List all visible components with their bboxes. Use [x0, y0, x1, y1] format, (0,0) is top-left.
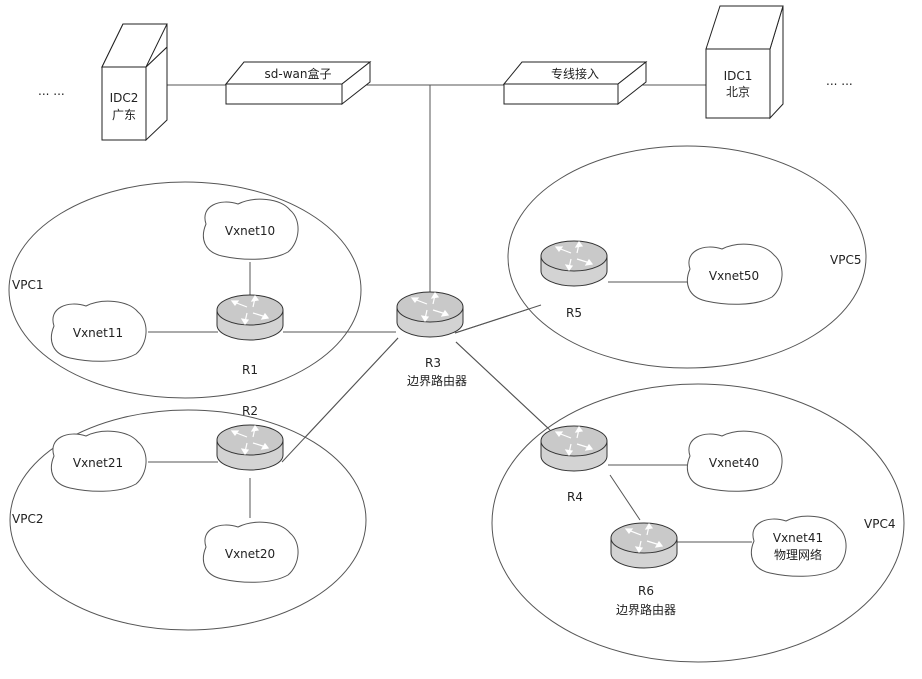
router-r5-label: R5 — [566, 306, 582, 320]
vxnet40-cloud: Vxnet40 — [686, 430, 783, 492]
vpc5-label: VPC5 — [830, 253, 861, 267]
idc2-label: IDC2 — [110, 91, 139, 105]
router-icon — [216, 424, 284, 471]
vxnet41-cloud: Vxnet41 物理网络 — [750, 515, 847, 577]
router-r2-label: R2 — [242, 404, 258, 418]
idc1-label: IDC1 — [724, 69, 753, 83]
vxnet10-cloud: Vxnet10 — [202, 198, 299, 260]
router-icon — [540, 240, 608, 287]
router-r3 — [396, 291, 464, 338]
vxnet10-label: Vxnet10 — [225, 224, 275, 238]
vpc1-label: VPC1 — [12, 278, 43, 292]
dedicated-line-box: 专线接入 — [502, 60, 648, 106]
router-r2 — [216, 424, 284, 471]
vpc4-boundary — [491, 383, 905, 663]
idc1-server: IDC1 北京 — [705, 5, 784, 120]
router-icon — [610, 522, 678, 569]
vxnet21-cloud: Vxnet21 — [50, 430, 147, 492]
vxnet41-sublabel: 物理网络 — [774, 547, 822, 562]
vpc5-boundary — [507, 145, 867, 369]
idc1-location: 北京 — [726, 85, 750, 99]
router-r6-sublabel: 边界路由器 — [616, 602, 676, 617]
router-r4 — [540, 425, 608, 472]
router-r4-label: R4 — [567, 490, 583, 504]
vxnet21-label: Vxnet21 — [73, 456, 123, 470]
idc2-location: 广东 — [112, 108, 136, 122]
sdwan-label: sd-wan盒子 — [265, 66, 332, 81]
router-icon — [216, 294, 284, 341]
router-r1 — [216, 294, 284, 341]
vxnet11-cloud: Vxnet11 — [50, 300, 147, 362]
router-r1-label: R1 — [242, 363, 258, 377]
right-ellipsis: ... ... — [826, 74, 853, 88]
connection-lines-inner — [148, 250, 752, 543]
vxnet11-label: Vxnet11 — [73, 326, 123, 340]
vpc4-label: VPC4 — [864, 517, 895, 531]
vxnet20-label: Vxnet20 — [225, 547, 275, 561]
router-icon — [540, 425, 608, 472]
router-r6 — [610, 522, 678, 569]
vxnet40-label: Vxnet40 — [709, 456, 759, 470]
dedicated-line-label: 专线接入 — [551, 66, 599, 81]
vxnet50-label: Vxnet50 — [709, 269, 759, 283]
router-icon — [396, 291, 464, 338]
router-r5 — [540, 240, 608, 287]
vpc2-label: VPC2 — [12, 512, 43, 526]
vpc1-boundary — [8, 181, 362, 399]
router-r3-label: R3 — [425, 356, 441, 370]
idc2-server: IDC2 广东 — [101, 23, 168, 142]
left-ellipsis: ... ... — [38, 84, 65, 98]
sdwan-box: sd-wan盒子 — [224, 60, 372, 106]
router-r3-sublabel: 边界路由器 — [407, 373, 467, 388]
vxnet20-cloud: Vxnet20 — [202, 521, 299, 583]
vxnet50-cloud: Vxnet50 — [686, 243, 783, 305]
router-r6-label: R6 — [638, 584, 654, 598]
vxnet41-label: Vxnet41 — [773, 531, 823, 545]
